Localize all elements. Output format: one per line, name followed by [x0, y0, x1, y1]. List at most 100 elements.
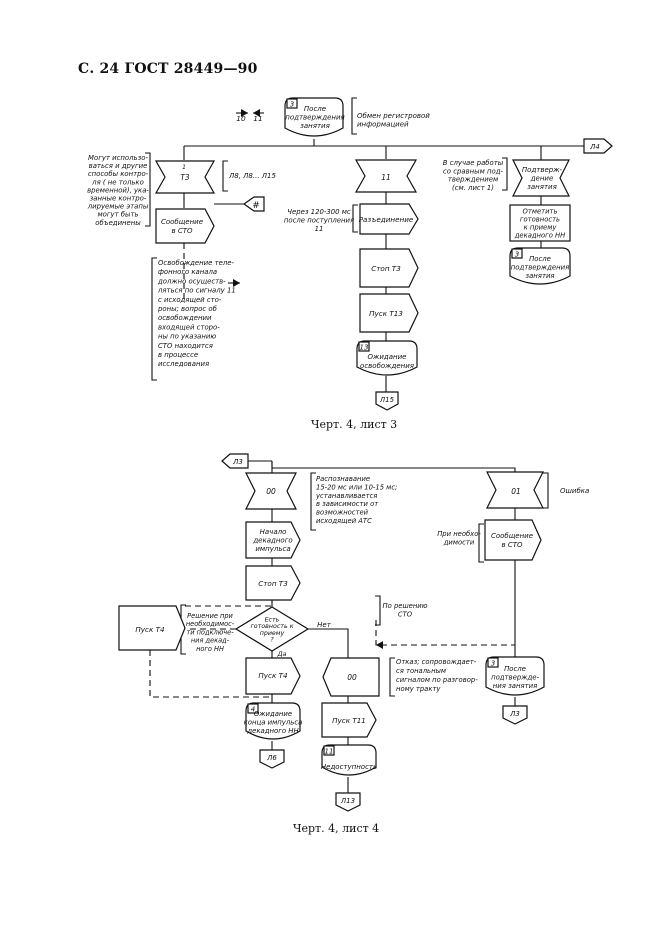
receive-11-label: 11 — [381, 173, 391, 182]
receive-T3-side-note: Л8, Л8... Л15 — [228, 172, 277, 180]
receive-T3-bracket — [222, 160, 228, 192]
connector-L15-label: Л15 — [379, 396, 395, 404]
send-start-T11-label: Пуск Т11 — [332, 716, 366, 725]
state-number: 13 — [360, 344, 369, 352]
receive-00 — [245, 472, 297, 510]
decision-no-label: Нет — [317, 621, 332, 629]
state-number-box — [358, 341, 370, 352]
send-disconnect-label: Разъединение — [359, 215, 414, 224]
send-message-CTO — [155, 208, 215, 244]
task-mark-readiness — [509, 204, 571, 242]
state-unavailable-label: Недоступность — [321, 763, 377, 771]
connector-L3-out — [502, 705, 528, 725]
state-number: 4 — [251, 706, 255, 714]
receive-confirmation — [512, 159, 570, 197]
arrow-head — [253, 109, 260, 117]
send-start-T4 — [245, 657, 301, 695]
send-stop-T3-s4 — [245, 565, 301, 601]
flow-line-dashed — [375, 620, 515, 646]
send-stop-T3-label: Стоп Т3 — [371, 264, 401, 273]
state-number-box — [247, 703, 259, 714]
send-start-T4-label: Пуск Т4 — [258, 671, 288, 680]
send-00-refusal-label: 00 — [347, 673, 357, 682]
send-start-T4-left — [118, 605, 186, 651]
connector-L3-in — [221, 453, 249, 469]
connector-L3-in-label: Л3 — [232, 458, 243, 466]
send-disconnect — [359, 203, 419, 235]
decision-yes-label: Да — [276, 650, 286, 658]
connector-L3-out-label: Л3 — [509, 710, 520, 718]
state-number-box — [487, 657, 499, 668]
connector-L4-label: Л4 — [589, 143, 600, 151]
send-message-CTO-s4 — [484, 519, 542, 561]
comment-bracket-left — [145, 152, 151, 227]
arrow-head — [233, 279, 240, 287]
send-start-T13-label: Пуск Т13 — [369, 309, 403, 318]
receive-11 — [354, 159, 418, 193]
receive-01-label: 01 — [511, 487, 521, 496]
arrow-head — [241, 109, 248, 117]
send-00-note-bracket — [389, 657, 395, 697]
caption-sheet4: Черт. 4, лист 4 — [293, 822, 380, 835]
page-title: С. 24 ГОСТ 28449—90 — [78, 61, 258, 77]
send-note-text: При необхо-димости — [437, 530, 481, 547]
flow-line — [271, 461, 516, 472]
send-start-T4-left-label: Пуск Т4 — [135, 625, 165, 634]
connector-hash-label: # — [252, 201, 260, 211]
receive-T3-number: 1 — [182, 164, 186, 171]
flow-line — [308, 628, 349, 654]
signal-10: 10 — [236, 114, 246, 123]
state-number: 3 — [491, 660, 495, 668]
cto-note-bracket — [375, 595, 381, 626]
top-note-bracket — [351, 97, 357, 135]
connector-L4 — [583, 138, 613, 154]
send-00-refusal — [322, 657, 380, 697]
time-note-bracket — [352, 204, 358, 233]
signal-11: 11 — [253, 114, 262, 123]
task-pulse-start — [245, 521, 301, 559]
connector-L6-label: Л6 — [266, 754, 277, 762]
send-stop-T3-s4-label: Стоп Т3 — [258, 579, 288, 588]
send-stop-T3 — [359, 248, 419, 288]
send-start-T11 — [321, 702, 377, 738]
caption-sheet3: Черт. 4, лист 3 — [311, 418, 398, 431]
release-note-bracket — [151, 257, 157, 381]
connector-L13 — [335, 792, 361, 812]
right-note-bracket — [502, 157, 508, 191]
receive-00-note-bracket — [310, 472, 316, 531]
state-number: 3 — [290, 101, 294, 109]
connector-L13-label: Л13 — [340, 797, 355, 805]
state-number-box — [286, 98, 298, 109]
flow-line-dashed — [149, 650, 272, 698]
state-number-box — [323, 745, 335, 756]
connector-hash — [242, 196, 265, 212]
arrow-head — [376, 641, 383, 649]
receive-T3 — [154, 160, 216, 194]
state-number: 3 — [515, 251, 519, 259]
send-note-bracket — [478, 523, 484, 563]
receive-01-note: Ошибка — [560, 487, 589, 495]
send-start-T13 — [359, 293, 419, 333]
receive-00-label: 00 — [266, 487, 276, 496]
